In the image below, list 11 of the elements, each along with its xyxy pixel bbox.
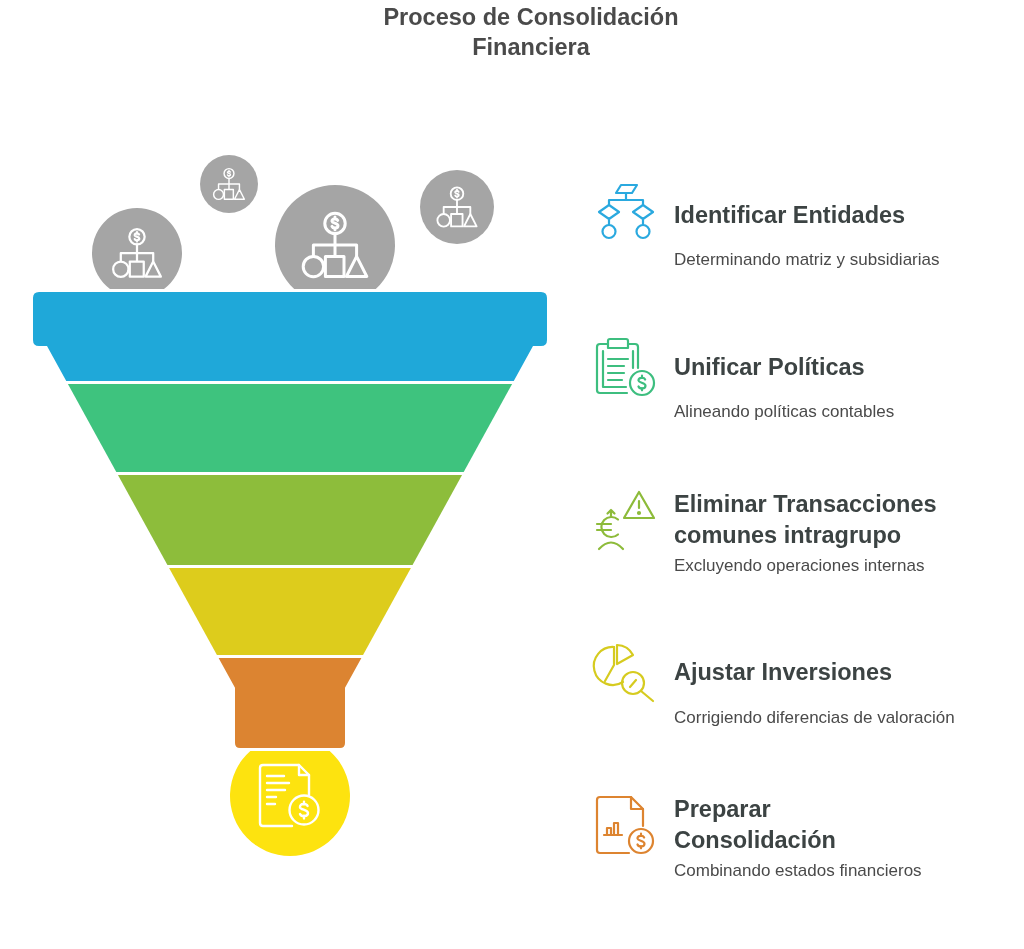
step-description: Corrigiendo diferencias de valoración <box>674 707 955 729</box>
step-description: Determinando matriz y subsidiarias <box>674 249 940 271</box>
step-description: Alineando políticas contables <box>674 401 895 423</box>
step-heading: Identificar Entidades <box>674 201 906 230</box>
step-heading: Ajustar Inversiones <box>674 658 893 687</box>
step-heading: Eliminar Transacciones comunes intragrupo <box>674 490 938 550</box>
step-heading: Unificar Políticas <box>674 353 865 382</box>
diagram-title: Proceso de Consolidación Financiera <box>382 3 680 62</box>
step-description: Combinando estados financieros <box>674 860 922 882</box>
step-description: Excluyendo operaciones internas <box>674 555 925 577</box>
step-heading: Preparar Consolidación <box>674 795 837 855</box>
